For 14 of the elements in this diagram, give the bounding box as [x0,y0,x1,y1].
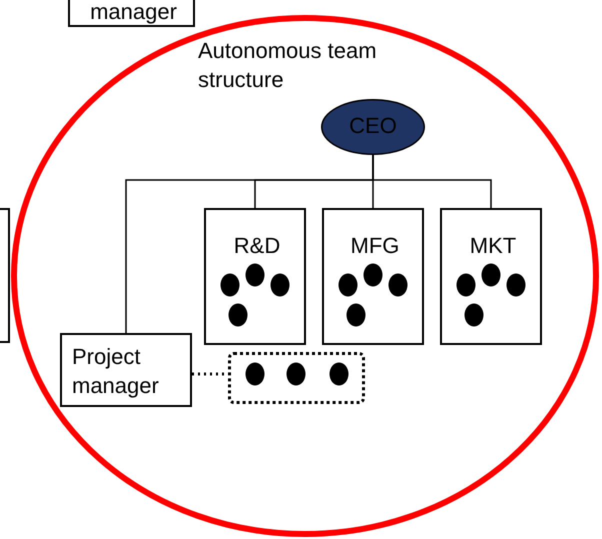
department-box [204,208,306,345]
node-label: MFG [350,232,400,260]
node-label: MKT [468,232,518,260]
node-label: CEO [348,112,398,140]
node-label: manager [89,0,178,26]
node-label: R&D [232,232,282,260]
node-label: Autonomous team structure [198,37,378,94]
department-box [322,208,424,345]
team-box [228,352,365,404]
node-label: Project manager [72,343,160,400]
project-manager-box [60,333,192,407]
connector-line [125,155,374,333]
department-box [440,208,542,345]
ceo-ellipse [321,99,425,155]
